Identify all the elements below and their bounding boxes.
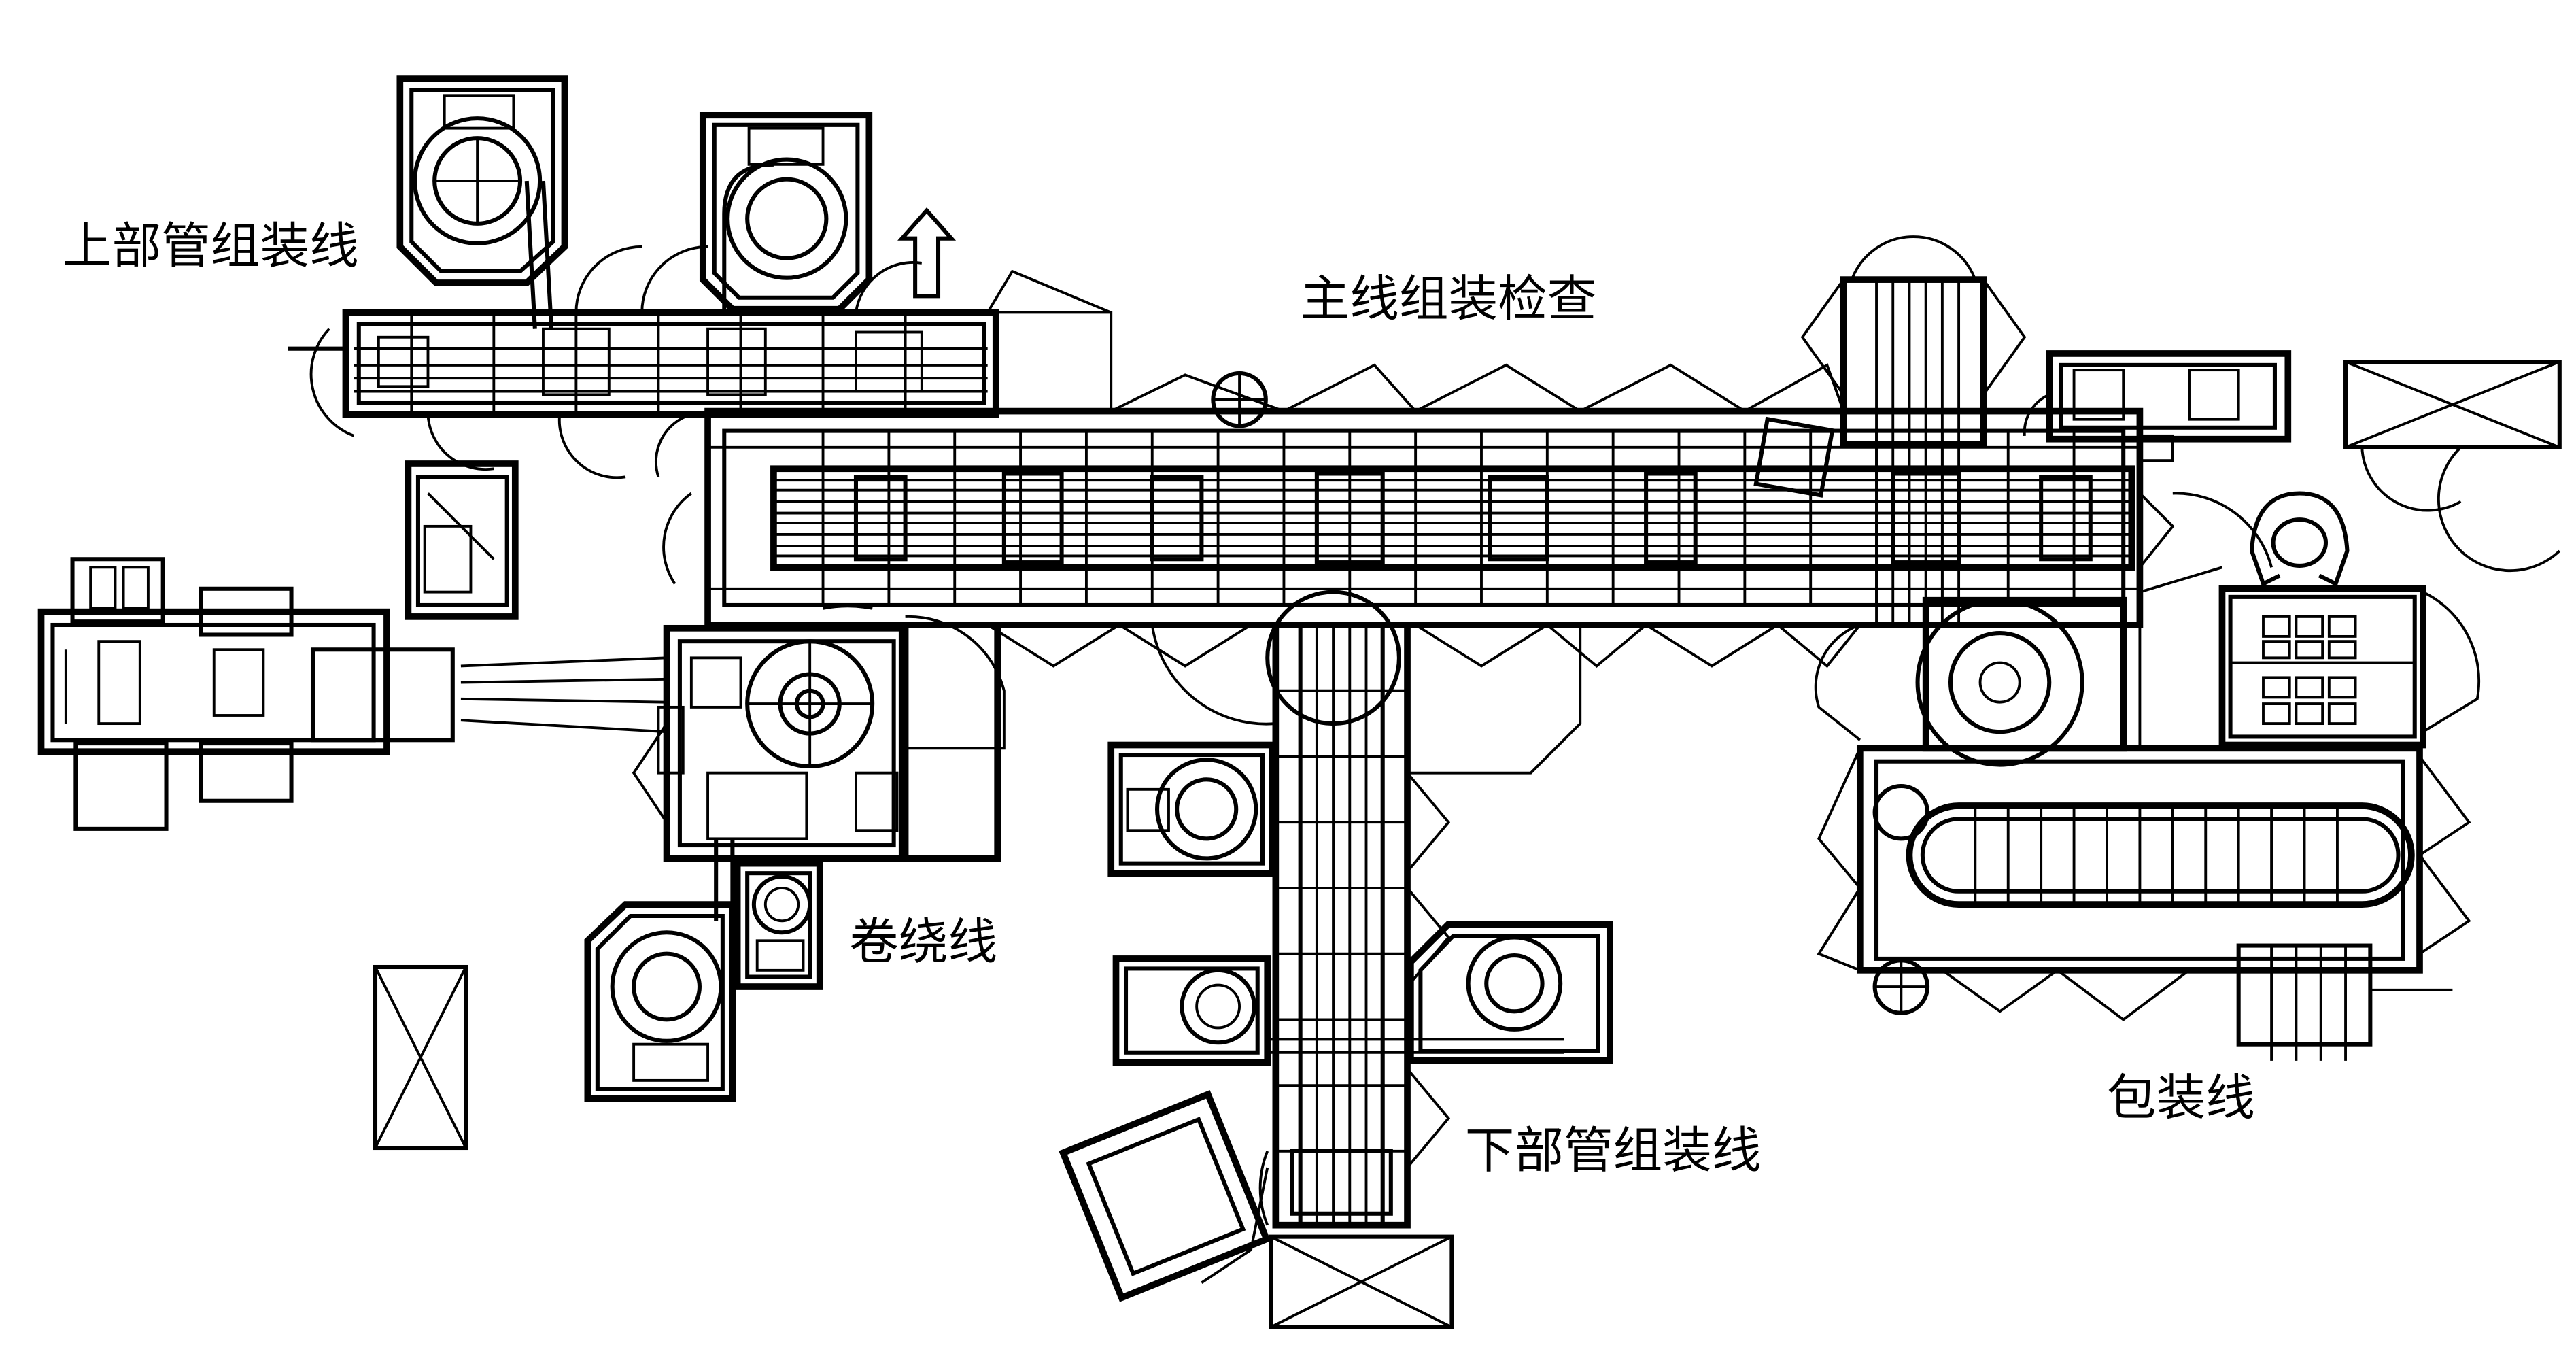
main-line-end-station	[2023, 350, 2292, 462]
winder-unit-lower-upper	[1107, 741, 1276, 877]
upper-line-side-cabinet	[405, 460, 519, 620]
flow-arrow-up-icon	[897, 207, 957, 299]
label-upper-tube-line: 上部管组装线	[63, 218, 359, 275]
label-winding-line: 卷绕线	[849, 914, 997, 971]
crossed-box-icon	[2343, 360, 2562, 573]
label-lower-tube-line: 下部管组装线	[1465, 1123, 1762, 1180]
winding-line	[632, 605, 1006, 862]
winder-unit-winding-left	[584, 838, 736, 1102]
label-main-line: 主线组装检查	[1301, 271, 1597, 328]
operator-icon	[2250, 491, 2350, 587]
winder-unit-lower-right	[1407, 921, 1613, 1064]
upper-tube-assembly-line	[288, 245, 1112, 479]
crossed-box-icon	[1269, 1234, 1454, 1329]
left-feeder-station	[37, 557, 667, 831]
packaging-table	[2218, 585, 2481, 749]
winder-unit-lower-left	[1112, 955, 1271, 1066]
main-line-tower-unit	[1800, 235, 2027, 625]
label-packaging-line: 包装线	[2107, 1070, 2255, 1127]
winder-unit-upper-right	[699, 112, 873, 313]
lower-tube-assembly-line	[1150, 590, 1582, 1229]
packaging-line	[1814, 492, 2471, 1061]
winder-unit-winding-right	[734, 860, 823, 990]
crossed-box-icon	[373, 964, 468, 1151]
lower-line-robot-cell	[1059, 1089, 1271, 1302]
winder-unit-upper-left	[396, 75, 568, 329]
